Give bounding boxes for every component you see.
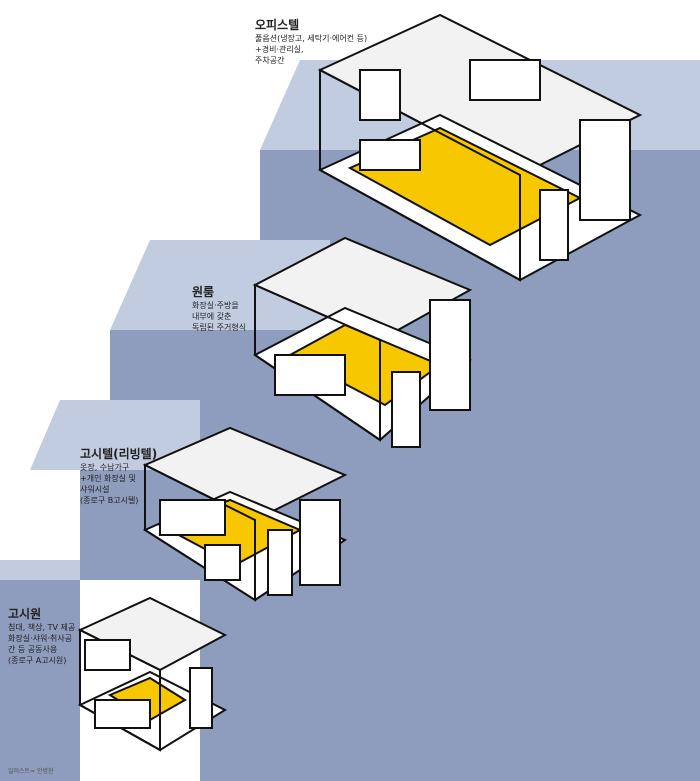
officetel-left-wall	[319, 68, 521, 282]
gositel-desc-2: +개인 화장실 및	[80, 474, 136, 483]
officetel-bathroom	[579, 119, 631, 221]
officetel-door	[539, 189, 569, 261]
oneroom-bed	[274, 354, 346, 396]
label-gosiwon: 고시원 침대, 책상, TV 제공 화장실·샤워·취사공 간 등 공동사용 (종…	[8, 607, 75, 666]
gosiwon-door	[189, 667, 213, 729]
label-gositel: 고시텔(리빙텔) 옷장, 수납가구 +개인 화장실 및 샤워시설 (종로구 B고…	[80, 447, 157, 506]
officetel-desc-2: +경비·관리실,	[255, 45, 304, 54]
gositel-bed	[159, 499, 226, 536]
room-gosiwon	[77, 596, 228, 752]
oneroom-door	[391, 371, 421, 448]
oneroom-desc-2: 내부에 갖춘	[192, 312, 232, 321]
room-oneroom	[252, 236, 473, 448]
gosiwon-desk	[84, 639, 131, 671]
gosiwon-desc-2: 화장실·샤워·취사공	[8, 634, 72, 643]
gositel-door	[267, 529, 293, 596]
gositel-desc-1: 옷장, 수납가구	[80, 463, 130, 472]
gosiwon-desc-1: 침대, 책상, TV 제공	[8, 623, 76, 632]
oneroom-desc-1: 화장실·주방을	[192, 301, 239, 310]
officetel-bed	[359, 139, 421, 171]
gosiwon-bed	[94, 699, 151, 729]
officetel-window	[359, 69, 401, 121]
officetel-title: 오피스텔	[255, 18, 300, 32]
gosiwon-left-wall	[79, 628, 161, 752]
label-oneroom: 원룸 화장실·주방을 내부에 갖춘 독립된 주거형식	[192, 285, 246, 333]
gositel-desk	[204, 544, 241, 581]
step-top-1	[0, 560, 95, 580]
oneroom-bathroom	[429, 299, 471, 411]
label-officetel: 오피스텔 풀옵션(냉장고, 세탁기·에어컨 등) +경비·관리실, 주차공간	[255, 18, 367, 66]
room-gositel	[142, 426, 348, 602]
illustration-credit: 일러스트= 안병현	[8, 768, 54, 775]
room-officetel	[317, 13, 643, 282]
officetel-desc-1: 풀옵션(냉장고, 세탁기·에어컨 등)	[255, 34, 368, 43]
gositel-title: 고시텔(리빙텔)	[80, 447, 158, 461]
step-face-1	[0, 580, 80, 781]
oneroom-desc-3: 독립된 주거형식	[192, 323, 247, 332]
gositel-bathroom	[299, 499, 341, 586]
gositel-desc-4: (종로구 B고시텔)	[80, 496, 139, 505]
gosiwon-desc-3: 간 등 공동사용	[8, 645, 58, 654]
officetel-kitchen	[469, 59, 541, 101]
gositel-desc-3: 샤워시설	[80, 485, 110, 494]
oneroom-title: 원룸	[192, 285, 215, 299]
step-face-2	[30, 470, 200, 580]
gosiwon-desc-4: (종로구 A고시원)	[8, 656, 67, 665]
gosiwon-title: 고시원	[8, 607, 42, 621]
oneroom-left-wall	[254, 283, 381, 442]
officetel-desc-3: 주차공간	[255, 56, 285, 65]
